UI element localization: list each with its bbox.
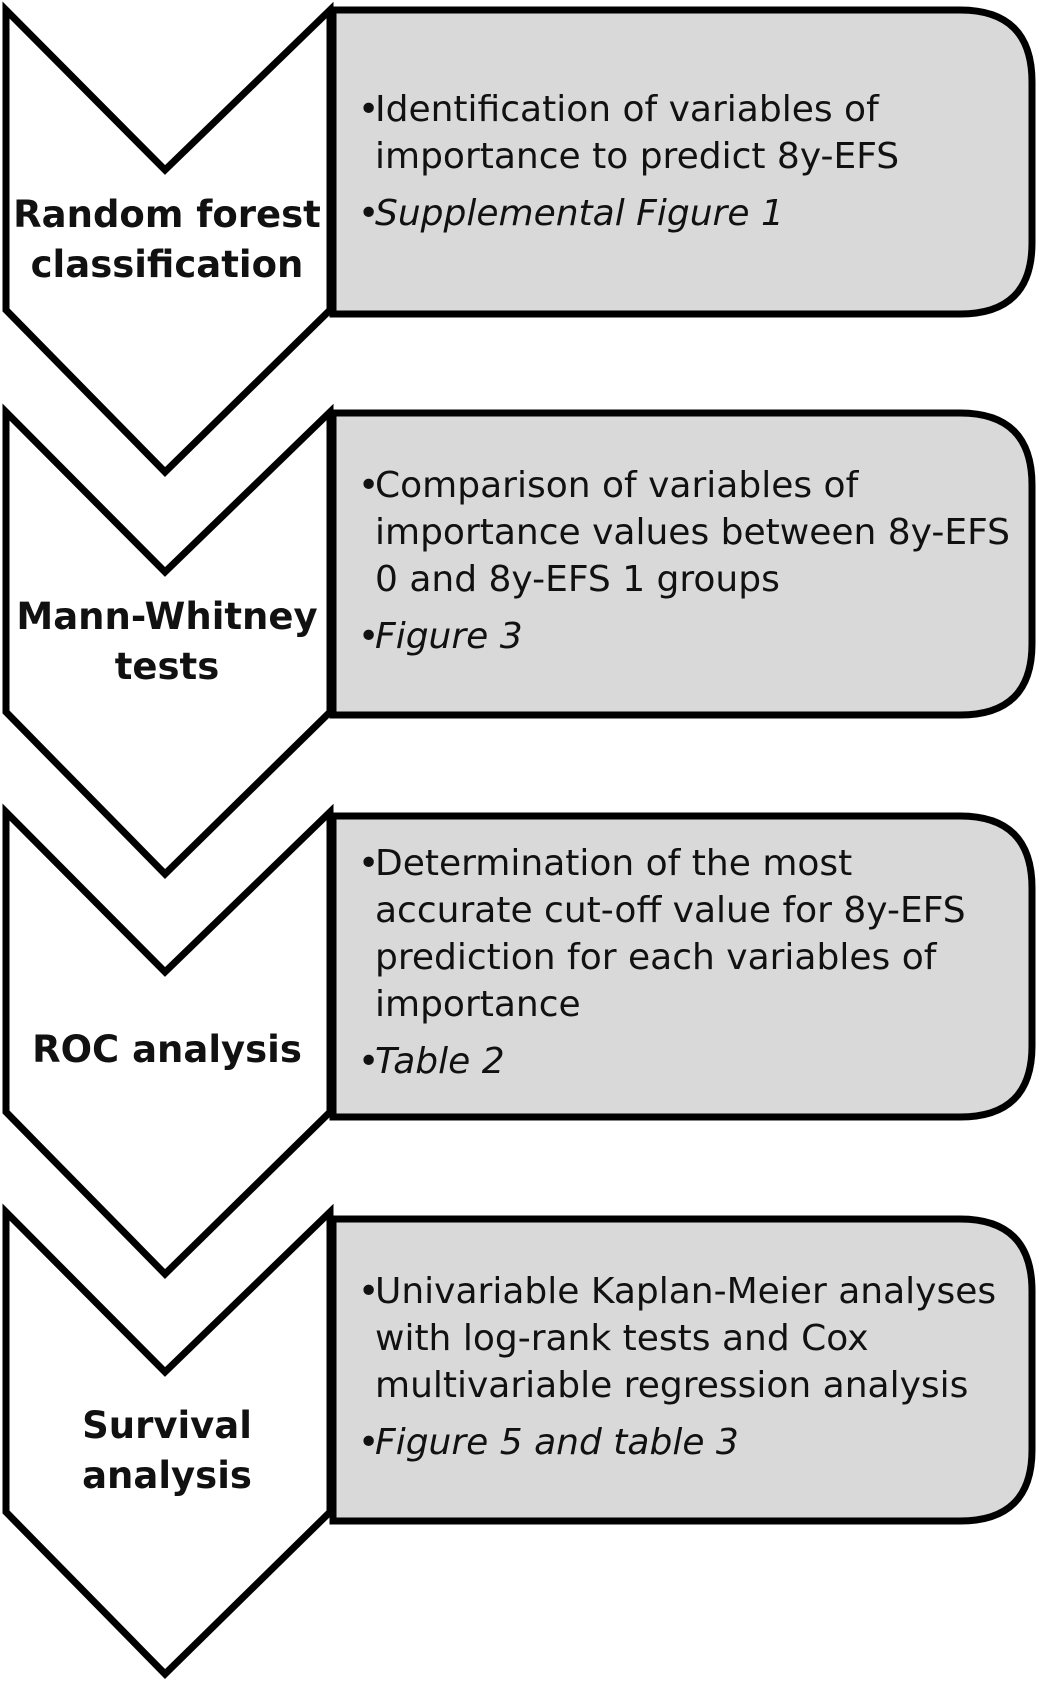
bullet-icon: • — [358, 1422, 380, 1463]
step-1-title-line-2: classification — [30, 243, 304, 286]
step-4-title: Survival analysis — [0, 1401, 334, 1501]
step-3-description-item: • Determination of the most accurate cut… — [358, 840, 1018, 1028]
step-1-title-line-1: Random forest — [13, 193, 321, 236]
bullet-icon: • — [358, 1271, 380, 1312]
bullet-icon: • — [358, 89, 380, 130]
bullet-icon: • — [358, 1041, 380, 1082]
step-2-box — [329, 409, 1036, 719]
step-4-title-line-1: Survival — [82, 1404, 252, 1447]
step-4-details: • Univariable Kaplan-Meier analyses with… — [358, 1268, 1018, 1476]
step-1-reference-item: • Supplemental Figure 1 — [358, 190, 1018, 237]
step-4-description: Univariable Kaplan-Meier analyses with l… — [375, 1271, 997, 1406]
step-1-description: Identification of variables of importanc… — [375, 89, 900, 177]
step-1-box — [329, 6, 1036, 318]
bullet-icon: • — [358, 843, 380, 884]
bullet-icon: • — [358, 465, 380, 506]
step-3-description: Determination of the most accurate cut-o… — [375, 843, 966, 1025]
step-2-title-line-1: Mann-Whitney — [16, 595, 318, 638]
step-3-reference-item: • Table 2 — [358, 1038, 1018, 1085]
bullet-icon: • — [358, 616, 380, 657]
step-3-details: • Determination of the most accurate cut… — [358, 840, 1018, 1095]
step-2-title-line-2: tests — [114, 645, 220, 688]
step-3-reference: Table 2 — [375, 1041, 505, 1082]
step-2-description: Comparison of variables of importance va… — [375, 465, 1011, 600]
step-1-description-item: • Identification of variables of importa… — [358, 86, 1018, 180]
step-4-reference-item: • Figure 5 and table 3 — [358, 1419, 1018, 1466]
step-2-reference: Figure 3 — [375, 616, 523, 657]
step-3-box — [329, 812, 1036, 1121]
step-3-title-line-1: ROC analysis — [32, 1028, 302, 1071]
step-1-title: Random forest classification — [0, 190, 334, 290]
step-4-reference: Figure 5 and table 3 — [375, 1422, 739, 1463]
step-3-title: ROC analysis — [0, 1025, 334, 1075]
step-4-description-item: • Univariable Kaplan-Meier analyses with… — [358, 1268, 1018, 1409]
step-2-details: • Comparison of variables of importance … — [358, 462, 1018, 670]
step-1-reference: Supplemental Figure 1 — [375, 193, 784, 234]
step-2-reference-item: • Figure 3 — [358, 613, 1018, 660]
bullet-icon: • — [358, 193, 380, 234]
step-4-box — [329, 1215, 1036, 1525]
step-4-title-line-2: analysis — [82, 1454, 252, 1497]
step-2-description-item: • Comparison of variables of importance … — [358, 462, 1018, 603]
step-2-title: Mann-Whitney tests — [0, 592, 334, 692]
step-1-details: • Identification of variables of importa… — [358, 86, 1018, 247]
